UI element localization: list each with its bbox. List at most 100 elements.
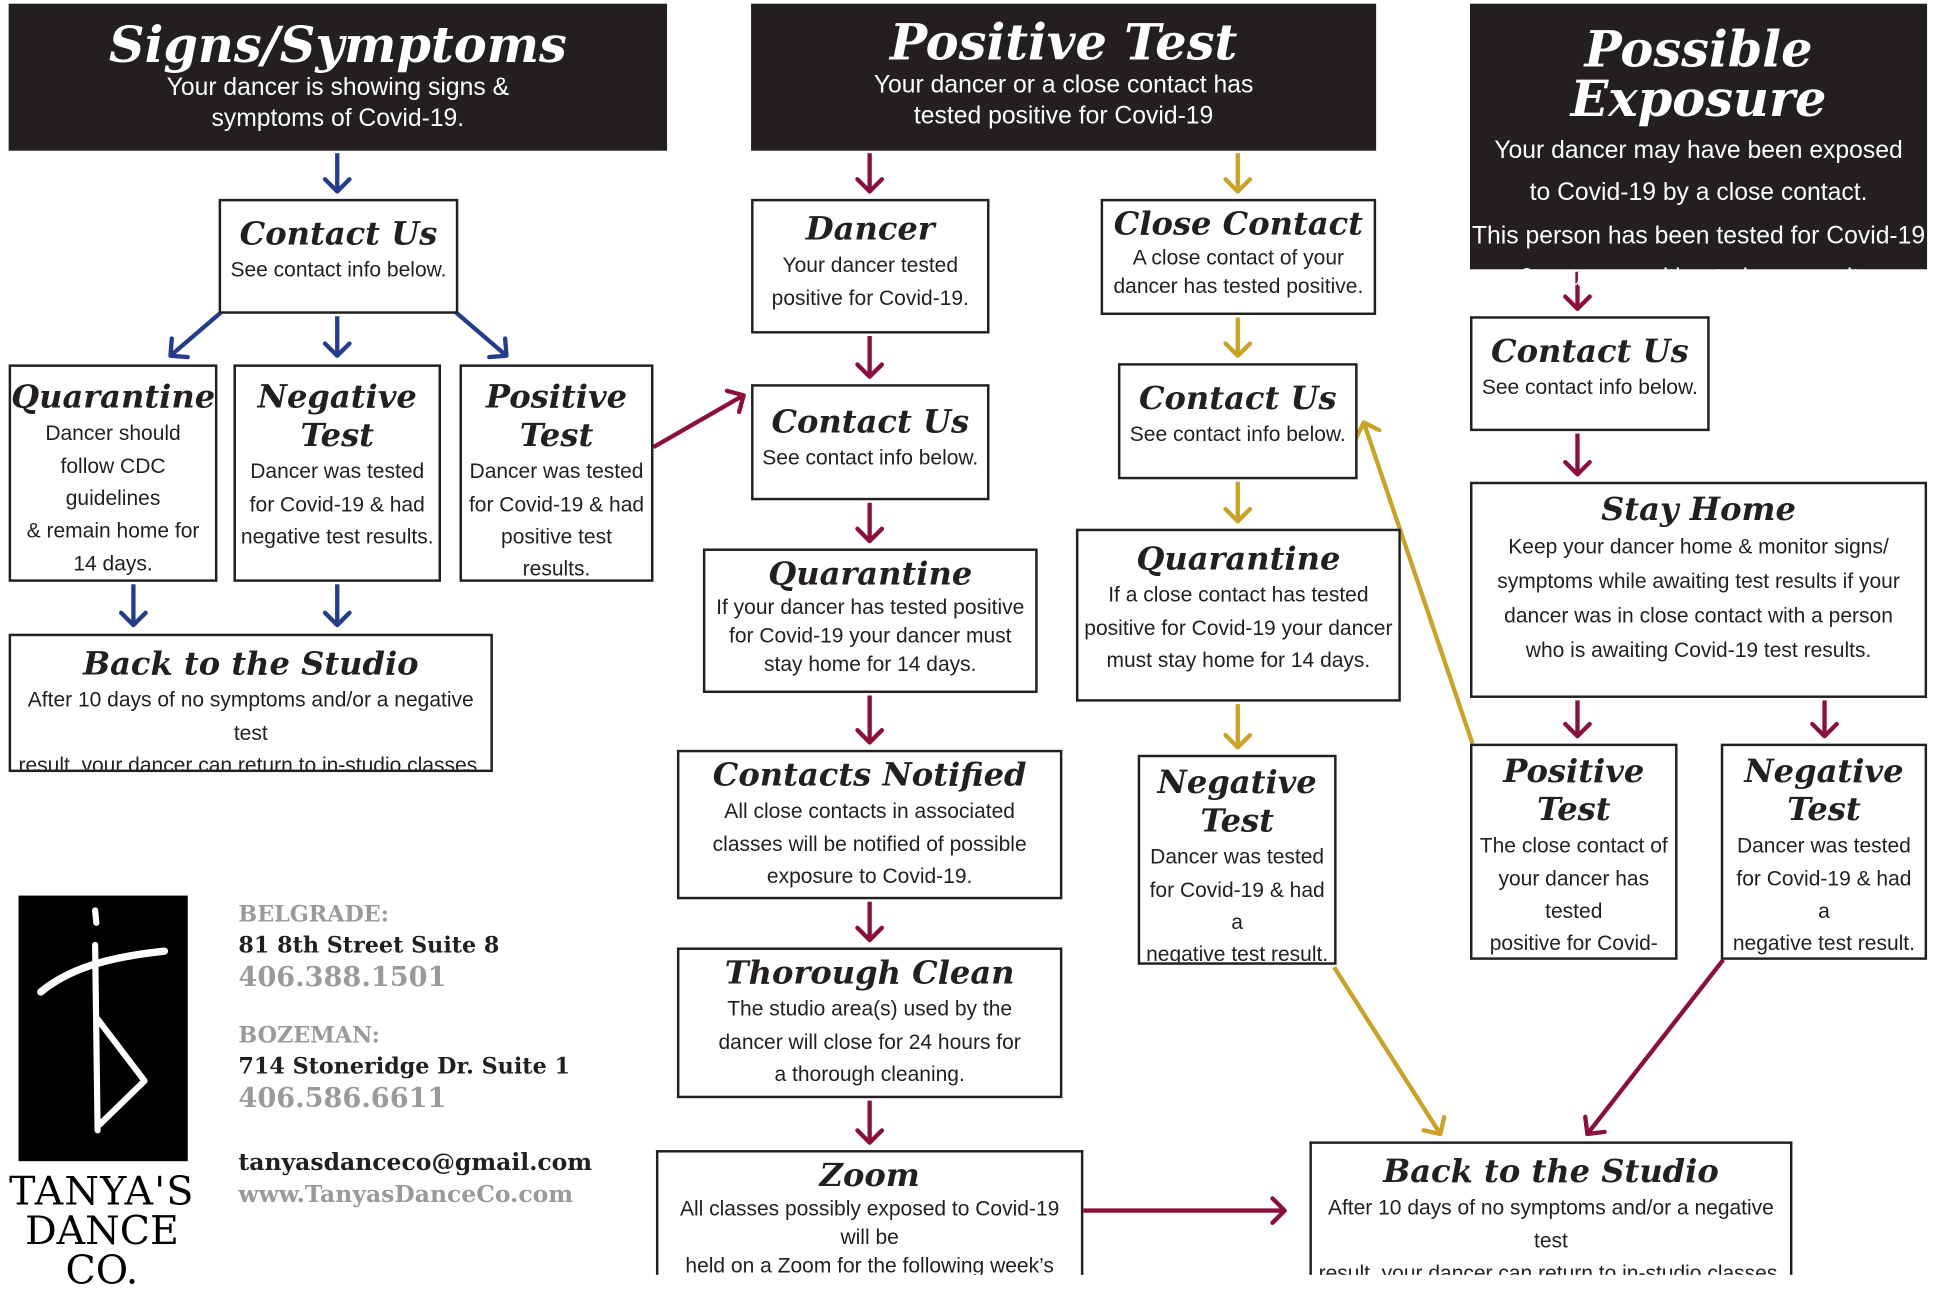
arrow-close-negative-to-studio (1332, 966, 1447, 1137)
exposure-negative-line: Dancer was tested (1736, 834, 1911, 858)
exposure-line: to Covid-19 by a close contact. (1529, 179, 1868, 207)
exposure-contact-text: See contact info below. (1481, 375, 1698, 400)
arrowhead-icon (1563, 459, 1592, 477)
arrow-contact-to-quarantine (168, 309, 224, 360)
symptoms-positive-line: for Covid-19 & had (468, 492, 645, 517)
arrow-contact-to-quarantine-2 (855, 502, 885, 544)
contact-info: BELGRADE: 81 8th Street Suite 8 406.388.… (238, 902, 646, 1208)
close-negative-title-1: Negative (1157, 764, 1317, 802)
arrowhead-icon (1563, 721, 1592, 739)
arrowhead-icon (1583, 1114, 1607, 1137)
bozeman-phone[interactable]: 406.586.6611 (238, 1082, 447, 1115)
positive-test-subtitle-1: Your dancer or a close contact has (873, 71, 1254, 99)
arrowhead-icon (855, 177, 885, 194)
thorough-clean-line: dancer will close for 24 hours for (718, 1029, 1021, 1054)
symptoms-positive-title-1: Positive (485, 379, 628, 417)
arrowhead-icon (322, 341, 352, 358)
website-link[interactable]: www.TanyasDanceCo.com (238, 1180, 574, 1209)
bozeman-street: 714 Stoneridge Dr. Suite 1 (238, 1053, 570, 1080)
close-contact-line: dancer has tested positive. (1113, 274, 1364, 298)
arrow-exposure-negative-to-studio (1583, 958, 1725, 1137)
arrow-exposure-header-to-contact (1563, 271, 1592, 311)
close-quarantine-line: must stay home for 14 days. (1106, 648, 1371, 672)
symptoms-subtitle-2: symptoms of Covid-19. (211, 105, 465, 133)
logo-line-1: TANYA'S (9, 1167, 195, 1215)
close-quarantine-title: Quarantine (1136, 541, 1341, 579)
arrowhead-icon (1353, 420, 1382, 441)
exposure-studio-title: Back to the Studio (1383, 1153, 1719, 1191)
positive-quarantine-box: Quarantine If your dancer has tested pos… (702, 548, 1038, 694)
belgrade-phone[interactable]: 406.388.1501 (238, 961, 447, 994)
positive-quarantine-line: for Covid-19 your dancer must (729, 623, 1012, 648)
symptoms-negative-box: Negative Test Dancer was tested for Covi… (233, 364, 442, 582)
close-contact-box: Close Contact A close contact of your da… (1100, 198, 1377, 316)
exposure-line: & you are waiting to hear results. (1518, 264, 1879, 292)
positive-test-title: Positive Test (889, 13, 1238, 72)
symptoms-quarantine-line: follow CDC guidelines (60, 454, 166, 511)
logo-line-2: DANCE CO. (24, 1206, 179, 1293)
stay-home-line: symptoms while awaiting test results if … (1497, 569, 1900, 594)
symptoms-quarantine-line: Dancer should (45, 421, 181, 445)
positive-quarantine-title: Quarantine (768, 555, 973, 593)
exposure-positive-line: positive for Covid-19. (1489, 931, 1658, 956)
exposure-line: This person has been tested for Covid-19 (1471, 222, 1926, 250)
arrowhead-icon (724, 388, 746, 415)
arrow-header-to-close-contact (1223, 153, 1253, 194)
close-contact-us-title: Contact Us (1138, 380, 1337, 418)
email-link[interactable]: tanyasdanceco@gmail.com (238, 1148, 593, 1177)
exposure-positive-box: Positive Test The close contact of your … (1470, 743, 1678, 960)
exposure-contact-title: Contact Us (1491, 333, 1689, 371)
positive-quarantine-line: If your dancer has tested positive (716, 595, 1025, 620)
symptoms-subtitle-1: Your dancer is showing signs & (166, 74, 510, 102)
arrow-exposure-positive-to-contact (1353, 420, 1475, 745)
thorough-clean-line: a thorough cleaning. (774, 1062, 965, 1086)
zoom-box: Zoom All classes possibly exposed to Cov… (655, 1150, 1084, 1275)
thorough-clean-box: Thorough Clean The studio area(s) used b… (676, 947, 1063, 1099)
exposure-negative-line: for Covid-19 & had a (1736, 866, 1912, 923)
symptoms-positive-box: Positive Test Dancer was tested for Covi… (459, 364, 654, 582)
arrowhead-icon (487, 336, 509, 360)
arrow-notified-to-clean (855, 901, 885, 943)
stay-home-line: who is awaiting Covid-19 test results. (1525, 639, 1872, 663)
belgrade-label: BELGRADE: (238, 901, 389, 928)
arrow-zoom-to-studio (1083, 1196, 1287, 1225)
arrowhead-icon (1223, 341, 1253, 358)
stay-home-line: dancer was in close contact with a perso… (1504, 604, 1893, 628)
arrow-header-to-dancer (855, 153, 885, 194)
exposure-negative-box: Negative Test Dancer was tested for Covi… (1720, 743, 1928, 960)
arrowhead-icon (1563, 294, 1592, 311)
symptoms-quarantine-box: Quarantine Dancer should follow CDC guid… (8, 364, 218, 582)
dancer-box: Dancer Your dancer tested positive for C… (751, 198, 990, 334)
arrow-quarantine-to-studio (119, 584, 148, 628)
arrowhead-icon (1223, 506, 1253, 524)
dancer-title: Dancer (805, 211, 935, 249)
exposure-positive-line: your dancer has tested (1498, 866, 1650, 923)
exposure-positive-title-2: Test (1536, 792, 1611, 830)
symptoms-positive-line: Dancer was tested (469, 459, 644, 484)
close-contact-us-text: See contact info below. (1129, 422, 1346, 447)
close-negative-line: Dancer was tested (1150, 845, 1325, 869)
exposure-line: Your dancer may have been exposed (1494, 137, 1903, 165)
arrow-close-to-contact (1223, 317, 1253, 358)
close-negative-title-2: Test (1200, 803, 1274, 841)
contacts-notified-line: All close contacts in associated (724, 799, 1015, 823)
arrow-close-quarantine-to-negative (1223, 704, 1253, 750)
exposure-contact-box: Contact Us See contact info below. (1470, 316, 1710, 432)
symptoms-header: Signs/Symptoms Your dancer is showing si… (8, 3, 668, 151)
symptoms-negative-title-1: Negative (257, 379, 417, 417)
symptoms-negative-title-2: Test (300, 417, 375, 455)
zoom-title: Zoom (819, 1157, 920, 1195)
arrowhead-icon (322, 177, 352, 194)
symptoms-studio-title: Back to the Studio (82, 646, 419, 684)
positive-test-header: Positive Test Your dancer or a close con… (751, 3, 1377, 151)
arrowhead-icon (1421, 1114, 1447, 1137)
arrow-dancer-to-contact (855, 336, 885, 379)
arrowhead-icon (855, 925, 885, 943)
close-quarantine-line: If a close contact has tested (1108, 583, 1369, 607)
contacts-notified-line: classes will be notified of possible (712, 832, 1027, 856)
arrowhead-icon (119, 610, 148, 628)
thorough-clean-line: The studio area(s) used by the (727, 997, 1013, 1021)
symptoms-studio-box: Back to the Studio After 10 days of no s… (8, 633, 493, 773)
